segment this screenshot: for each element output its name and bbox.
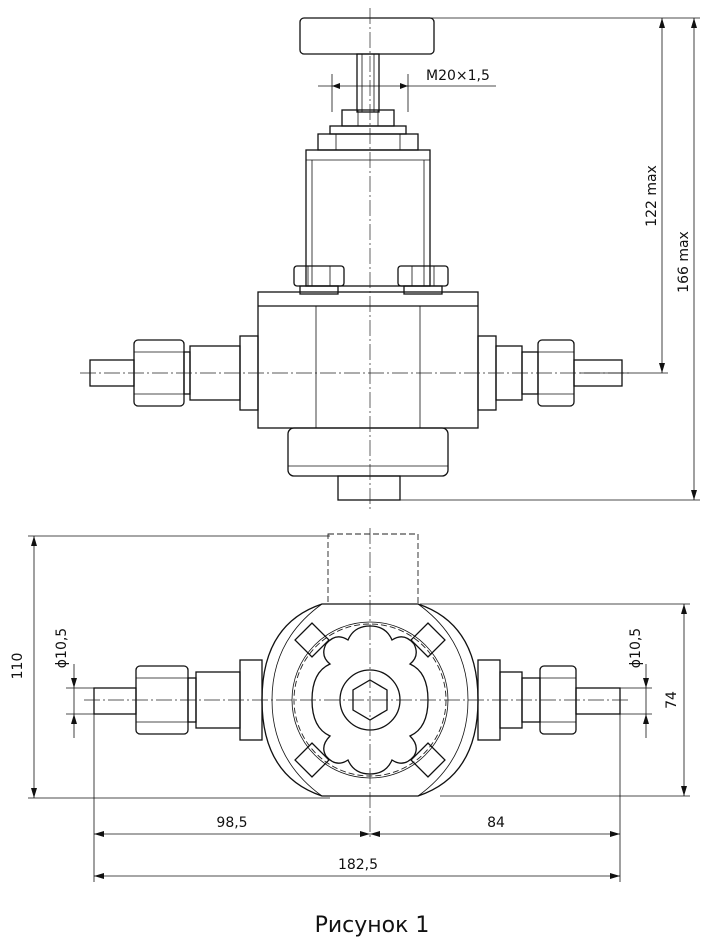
bottom-cap (287, 427, 449, 501)
handwheel (299, 17, 435, 113)
total-length-label: 182,5 (338, 857, 378, 873)
pipe-diameter-left-label: ϕ10,5 (54, 628, 70, 668)
hidden-handwheel (327, 533, 419, 605)
front-view (80, 8, 632, 510)
figure-caption: Рисунок 1 (315, 913, 430, 938)
front-dimensions (318, 17, 700, 501)
top-nut (317, 109, 419, 151)
height-166-label: 166 max (676, 231, 692, 293)
left-length-label: 98,5 (216, 815, 247, 831)
bonnet (305, 149, 431, 287)
axis-height-label: 74 (664, 691, 680, 709)
right-length-label: 84 (487, 815, 505, 831)
valve-body (257, 291, 479, 429)
bolt-left (293, 265, 345, 295)
height-122-label: 122 max (644, 165, 660, 227)
top-view (84, 528, 630, 840)
top-dimensions (28, 535, 690, 882)
pipe-diameter-right-label: ϕ10,5 (628, 628, 644, 668)
overall-height-label: 110 (10, 653, 26, 680)
bolt-right (397, 265, 449, 295)
thread-label: M20×1,5 (426, 68, 490, 84)
